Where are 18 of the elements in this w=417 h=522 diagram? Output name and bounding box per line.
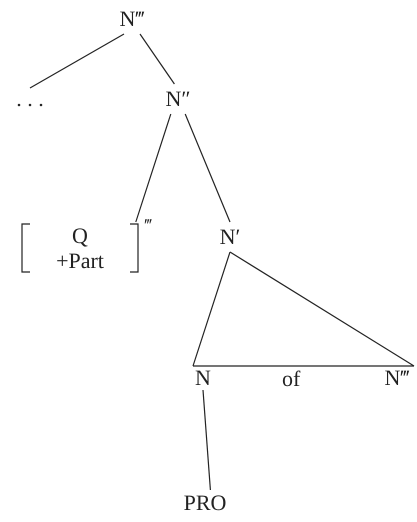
tree-branch — [230, 252, 414, 366]
tree-branch — [140, 34, 175, 84]
node-label: . . . — [16, 88, 44, 110]
node-label: N‴ — [384, 367, 410, 389]
tree-branch — [30, 33, 124, 89]
node-label: PRO — [184, 492, 226, 514]
word-label: of — [282, 368, 300, 390]
tree-branch — [135, 114, 172, 222]
node-label: N′ — [220, 226, 240, 248]
node-label: N‴ — [119, 8, 145, 30]
prime-mark: ‴ — [144, 216, 152, 234]
tree-branch — [192, 252, 231, 366]
node-label: N — [195, 367, 211, 389]
node-label: Q — [72, 222, 88, 248]
node-label: +Part — [56, 248, 104, 274]
node-label: N″ — [165, 88, 191, 110]
tree-branch — [202, 390, 211, 490]
tree-branch — [184, 114, 231, 222]
